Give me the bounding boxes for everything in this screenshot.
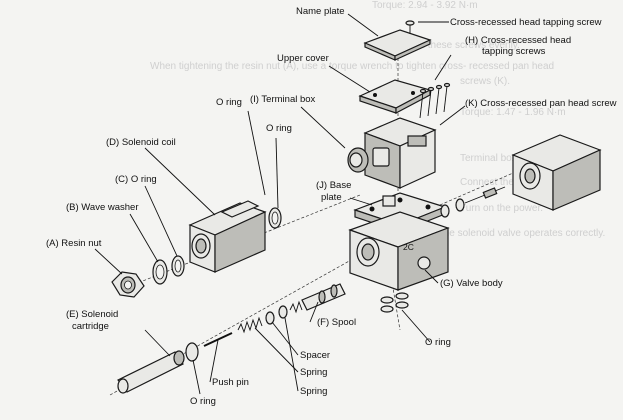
right-solenoid-part [511, 134, 602, 211]
push-pin-part [203, 332, 233, 347]
label-cartridge-line1: (E) Solenoid [66, 309, 118, 320]
solenoid-coil-part [188, 200, 267, 273]
bg-line-6: Terminal box (I) [460, 153, 529, 164]
label-resin-nut: (A) Resin nut [46, 238, 102, 249]
bg-line-8: Turn on the power. [460, 203, 543, 214]
upper-cover-part [358, 79, 432, 114]
label-push-pin: Push pin [212, 377, 249, 388]
label-valve-body: (G) Valve body [440, 278, 503, 289]
label-c-o-ring: (C) O ring [115, 174, 157, 185]
bg-line-3: When tightening the resin nut (A), use a… [150, 61, 554, 72]
resin-nut-part [111, 271, 145, 298]
c-o-ring-part [171, 255, 185, 277]
label-wave-washer: (B) Wave washer [66, 202, 139, 213]
bg-line-4: screws (K). [460, 76, 510, 87]
label-tapping-screw: Cross-recessed head tapping screw [450, 17, 602, 28]
coil-o-ring-part [268, 207, 282, 229]
leader-lines [94, 13, 466, 395]
label-h-screws-line2: tapping screws [482, 46, 546, 57]
name-plate-part [363, 29, 432, 61]
spool-part [301, 283, 346, 311]
valve-body-part: 2C [348, 211, 450, 291]
label-o-ring-right: O ring [266, 123, 292, 134]
label-cartridge-line2: cartridge [72, 321, 109, 332]
label-base-line1: (J) Base [316, 180, 351, 191]
label-terminal-box: (I) Terminal box [250, 94, 316, 105]
label-upper-cover: Upper cover [277, 53, 329, 64]
label-spring-1: Spring [300, 367, 327, 378]
label-spacer: Spacer [300, 350, 330, 361]
label-base-line2: plate [321, 192, 342, 203]
label-solenoid-coil: (D) Solenoid coil [106, 137, 176, 148]
bottom-o-rings [380, 292, 409, 313]
h-tapping-screws-part [419, 82, 451, 119]
assembly-axes [109, 38, 521, 396]
solenoid-cartridge-part [117, 342, 199, 394]
label-o-ring-bottom-right: O ring [425, 337, 451, 348]
label-spring-2: Spring [300, 386, 327, 397]
tapping-screw-part [405, 20, 415, 34]
label-pan-head-screw: (K) Cross-recessed pan head screw [465, 98, 617, 109]
spring-parts [237, 300, 303, 334]
labels: Name plate Cross-recessed head tapping s… [46, 6, 617, 407]
label-name-plate: Name plate [296, 6, 345, 17]
bg-line-2: Tighten these screws evenly. [392, 40, 520, 51]
body-mark: 2C [403, 242, 414, 252]
label-spool: (F) Spool [317, 317, 356, 328]
terminal-box-part [347, 117, 437, 189]
wave-washer-part [152, 259, 168, 285]
k-screws-part [440, 186, 506, 218]
label-o-ring-top: O ring [216, 97, 242, 108]
label-o-ring-bottom: O ring [190, 396, 216, 407]
label-h-screws-line1: (H) Cross-recessed head [465, 35, 571, 46]
bg-line-1: Torque: 2.94 - 3.92 N·m [372, 0, 478, 11]
bg-line-9: Make sure that the solenoid valve operat… [372, 228, 605, 239]
bg-line-5: Torque: 1.47 - 1.96 N·m [460, 107, 566, 118]
